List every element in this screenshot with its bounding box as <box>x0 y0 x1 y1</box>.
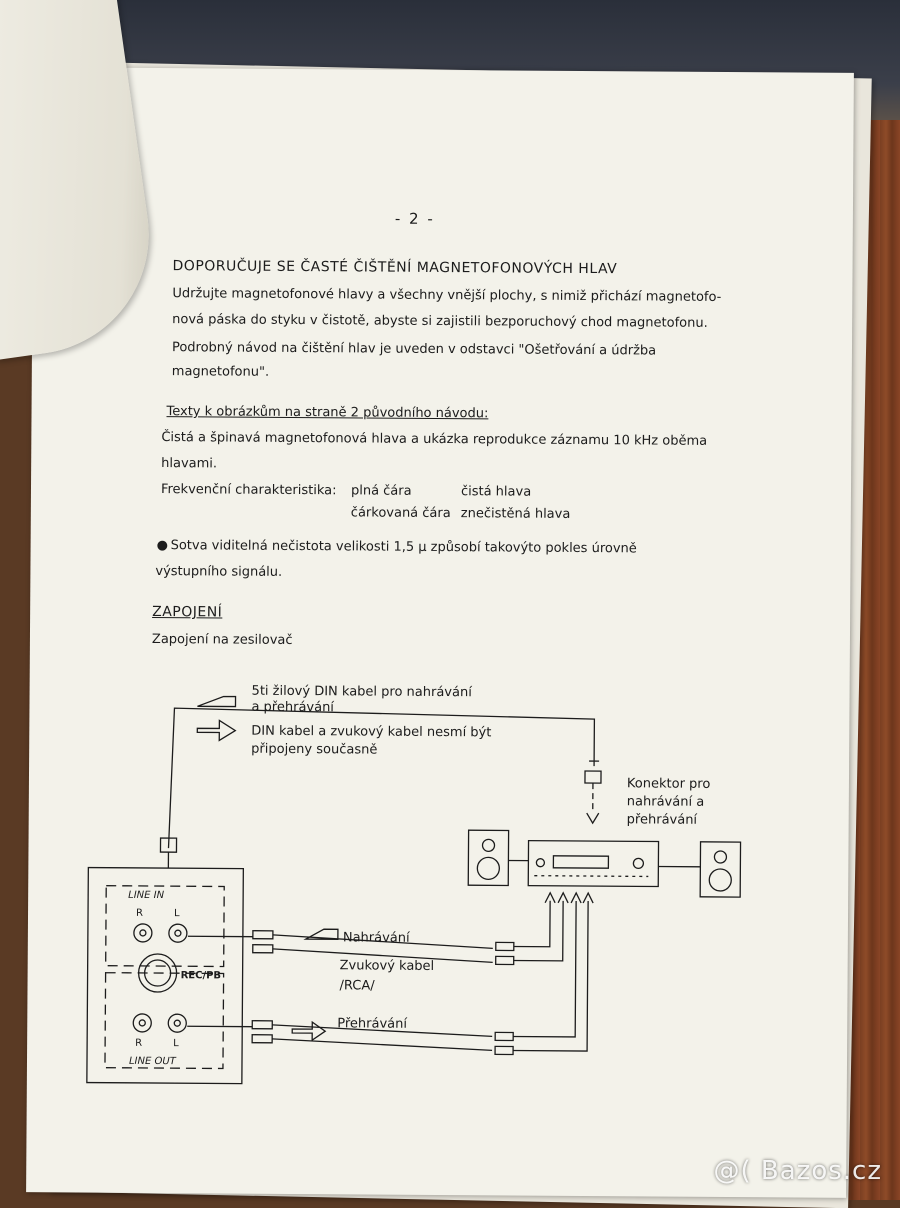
line-out-label: LINE OUT <box>129 1056 177 1067</box>
audio-cable-label: Zvukový kabel <box>340 958 435 974</box>
line-out-l-jack <box>168 1014 186 1032</box>
arrow-down-icon <box>587 813 599 823</box>
legend-warn-line2: připojeny současně <box>251 742 377 758</box>
wiring-diagram: 5ti žilový DIN kabel pro nahrávání a pře… <box>26 67 854 1198</box>
line-in-r-jack <box>134 924 152 942</box>
rca-plug <box>253 931 273 939</box>
document-page: - 2 - DOPORUČUJE SE ČASTÉ ČIŠTĚNÍ MAGNET… <box>26 67 854 1198</box>
line-in-l-label: L <box>174 908 180 919</box>
line-out-l-label: L <box>173 1038 179 1049</box>
arrow-right-icon <box>292 1022 325 1040</box>
legend-din-line2: a přehrávání <box>251 700 334 716</box>
rca-label: /RCA/ <box>339 978 375 993</box>
recording-label: Nahrávání <box>343 930 410 945</box>
legend-din-line1: 5ti žilový DIN kabel pro nahrávání <box>252 684 473 701</box>
line-out-frame <box>105 973 224 1069</box>
din-plug-top <box>585 771 601 783</box>
line-out-r-jack <box>133 1014 151 1032</box>
arrow-left-icon <box>197 696 235 706</box>
line-in-l-jack <box>169 924 187 942</box>
connector-label-2: nahrávání a <box>627 794 704 810</box>
connector-label-3: přehrávání <box>627 812 698 827</box>
rec-pb-label: REC/PB <box>181 970 222 981</box>
legend-warn-line1: DIN kabel a zvukový kabel nesmí být <box>251 724 491 741</box>
line-in-label: LINE IN <box>128 890 165 901</box>
line-in-r-label: R <box>136 908 143 919</box>
watermark: @( Bazos.cz <box>714 1156 883 1186</box>
amplifier <box>528 841 658 887</box>
line-in-frame <box>106 886 225 967</box>
connector-label-1: Konektor pro <box>627 776 711 792</box>
line-out-r-label: R <box>135 1038 142 1049</box>
playback-label: Přehrávání <box>337 1016 407 1031</box>
arrow-right-icon <box>197 720 235 740</box>
